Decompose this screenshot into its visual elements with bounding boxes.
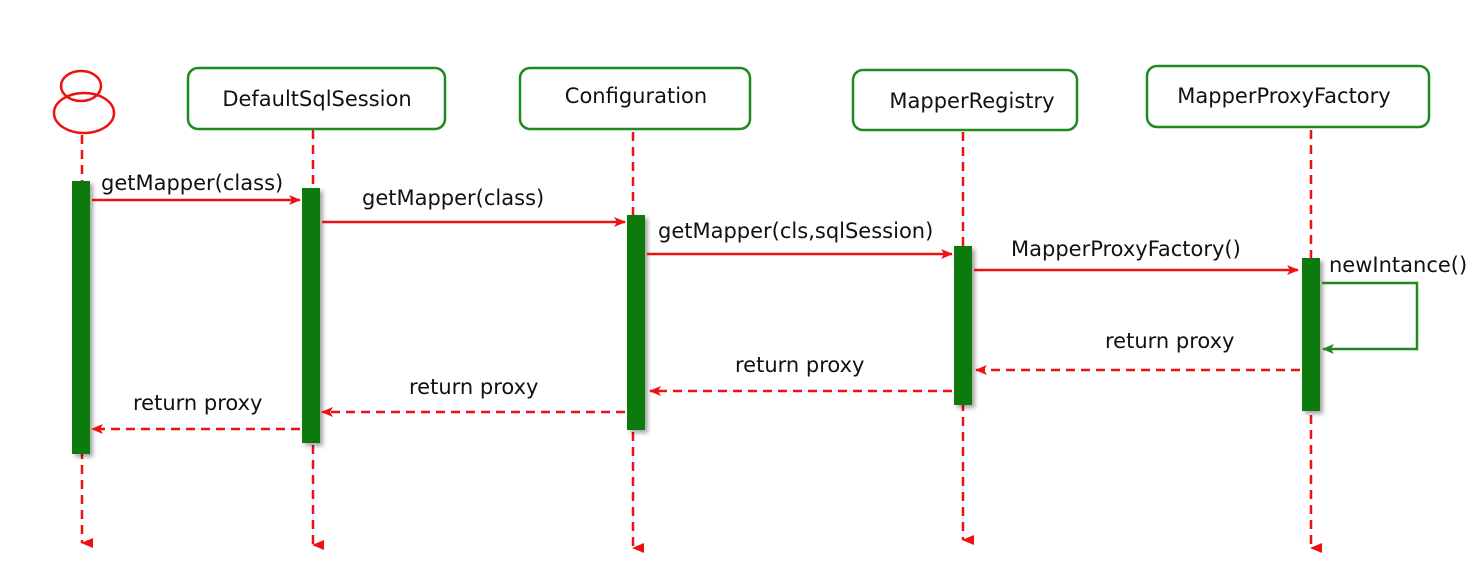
message-call-3: getMapper(cls,sqlSession)	[647, 219, 953, 259]
activation-registry	[954, 246, 972, 405]
message-label: getMapper(class)	[101, 171, 283, 195]
participant-label: MapperRegistry	[889, 89, 1054, 113]
message-call-1: getMapper(class)	[92, 171, 301, 205]
activation-bars	[72, 181, 1320, 454]
activation-session	[302, 188, 320, 443]
message-return-1: return proxy	[975, 329, 1300, 375]
activation-factory	[1302, 258, 1320, 411]
message-label: return proxy	[735, 353, 864, 377]
message-label: newIntance()	[1329, 253, 1467, 277]
message-label: return proxy	[409, 375, 538, 399]
message-call-4: MapperProxyFactory()	[974, 237, 1299, 275]
participant-factory: MapperProxyFactory	[1145, 64, 1431, 129]
message-call-2: getMapper(class)	[322, 186, 626, 227]
message-return-4: return proxy	[91, 391, 300, 434]
participant-label: Configuration	[565, 84, 707, 108]
participant-registry: MapperRegistry	[851, 68, 1079, 132]
message-self-call: newIntance()	[1322, 253, 1467, 354]
message-label: MapperProxyFactory()	[1011, 237, 1241, 261]
message-label: return proxy	[1105, 329, 1234, 353]
message-label: getMapper(cls,sqlSession)	[658, 219, 933, 243]
activation-config	[627, 215, 645, 430]
message-return-2: return proxy	[649, 353, 952, 396]
participant-config: Configuration	[518, 66, 752, 131]
actor-icon	[52, 69, 116, 135]
participant-label: DefaultSqlSession	[222, 87, 411, 111]
activation-actor	[72, 181, 90, 454]
participant-label: MapperProxyFactory	[1177, 84, 1390, 108]
participant-session: DefaultSqlSession	[186, 66, 447, 131]
message-return-3: return proxy	[321, 375, 625, 417]
message-label: return proxy	[133, 391, 262, 415]
message-label: getMapper(class)	[362, 186, 544, 210]
